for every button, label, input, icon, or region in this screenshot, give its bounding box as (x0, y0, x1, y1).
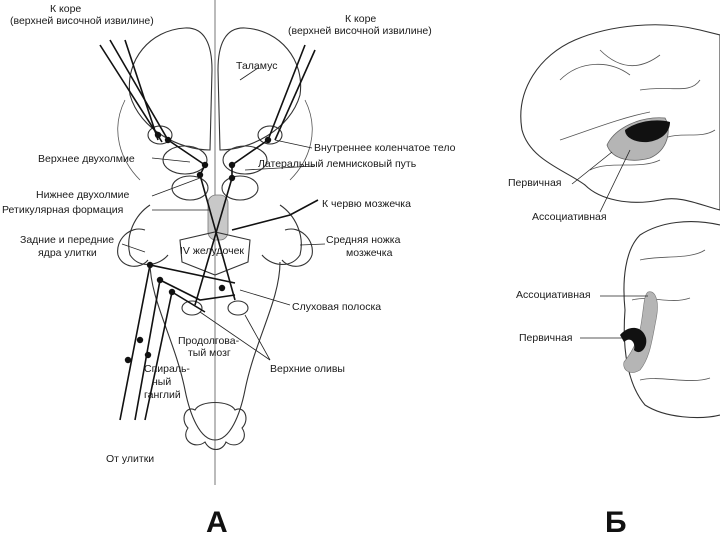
synapse-dot (218, 284, 226, 292)
synapse-dot (146, 261, 154, 269)
spinal-section (183, 401, 247, 451)
label-to-vermis: К червю мозжечка (322, 198, 411, 210)
synapse-dot (168, 288, 176, 296)
medulla-outline (149, 261, 281, 441)
label-superior-olives: Верхние оливы (270, 363, 345, 375)
label-associative-medial: Ассоциативная (516, 289, 591, 301)
label-cortex-right-2: (верхней височной извилине) (288, 25, 432, 37)
label-thalamus: Таламус (236, 60, 277, 72)
synapse-dot (144, 351, 152, 359)
path-lemniscus-right (194, 139, 269, 306)
middle-peduncle-right (281, 228, 313, 267)
label-middle-peduncle-2: мозжечка (346, 247, 393, 259)
label-lateral-lemniscus: Латеральный лемнисковый путь (258, 158, 417, 170)
auditory-pathways (99, 39, 319, 421)
brain-medial-outline (623, 221, 720, 419)
brain-lateral-view (520, 24, 720, 211)
path-lemniscus-left (167, 139, 236, 301)
synapse-dot (156, 276, 164, 284)
panel-a-labels: К коре (верхней височной извилине) К кор… (2, 3, 456, 539)
brain-lateral-outline (520, 24, 720, 211)
mgb-right (257, 125, 283, 145)
diencephalon-outline (117, 99, 313, 181)
label-spiral-ganglion-1: Спираль- (144, 363, 190, 375)
inferior-colliculus-left (171, 175, 209, 201)
path-cochlear-2 (134, 278, 236, 421)
label-cochlear-nuclei-2: ядра улитки (38, 247, 97, 259)
label-superior-colliculus: Верхнее двухолмие (38, 153, 135, 165)
inferior-colliculus-right (221, 175, 259, 201)
path-left-cortex-1 (109, 39, 169, 141)
synapse-dot (154, 131, 162, 139)
label-from-cochlea: От улитки (106, 453, 154, 465)
superior-olive-left (181, 300, 203, 316)
synapse-dot (136, 336, 144, 344)
path-to-vermis (231, 199, 319, 231)
label-inferior-colliculus: Нижнее двухолмие (36, 189, 130, 201)
synapse-dot (124, 356, 132, 364)
synapse-dot (264, 136, 272, 144)
label-fourth-ventricle: IV желудочек (180, 245, 244, 257)
path-left-cortex-3 (124, 39, 159, 141)
thalamus-right (217, 27, 302, 151)
synapse-dot (196, 171, 204, 179)
label-spiral-ganglion-3: ганглий (144, 389, 181, 401)
leader-lines-a (121, 67, 326, 361)
label-acoustic-stria: Слуховая полоска (292, 301, 381, 313)
label-medulla-1: Продолгова- (178, 335, 240, 347)
medial-gyri (631, 249, 711, 381)
label-spiral-ganglion-2: ный (152, 376, 171, 388)
brain-medial-view (620, 221, 720, 419)
synapse-dot (164, 136, 172, 144)
label-cortex-left-1: К коре (50, 3, 81, 15)
panel-letter-a: А (206, 506, 228, 539)
label-cortex-left-2: (верхней височной извилине) (10, 15, 154, 27)
fourth-ventricle (179, 231, 251, 276)
superior-colliculus-right (222, 145, 268, 175)
superior-colliculus-left (162, 145, 208, 175)
path-right-cortex-1 (267, 44, 306, 141)
superior-olive-right (227, 300, 249, 316)
synapse-dot (228, 161, 236, 169)
gyri-lines (559, 49, 716, 171)
label-primary-lateral: Первичная (508, 177, 561, 189)
label-cortex-right-1: К коре (345, 13, 376, 25)
panel-letter-b: Б (605, 506, 627, 539)
label-primary-medial: Первичная (519, 332, 572, 344)
label-middle-peduncle-1: Средняя ножка (326, 234, 401, 246)
label-associative-lateral: Ассоциативная (532, 211, 607, 223)
panel-b-labels: Первичная Ассоциативная Ассоциативная Пе… (508, 177, 627, 539)
label-medial-geniculate: Внутреннее коленчатое тело (314, 142, 456, 154)
path-right-cortex-2 (274, 49, 316, 141)
middle-peduncle-left (117, 228, 149, 267)
pons-outline (128, 204, 302, 265)
label-reticular-formation: Ретикулярная формация (2, 204, 123, 216)
primary-area-medial (620, 327, 647, 353)
primary-area-lateral (625, 120, 670, 143)
label-medulla-2: тый мозг (188, 347, 231, 359)
thalamus-left (128, 27, 213, 151)
synapse-dot (201, 161, 209, 169)
label-cochlear-nuclei-1: Задние и передние (20, 234, 114, 246)
path-left-cortex-2 (99, 44, 163, 143)
leader-lines-b (571, 149, 648, 339)
lateral-sulcus (559, 111, 651, 141)
synapse-dot (228, 174, 236, 182)
